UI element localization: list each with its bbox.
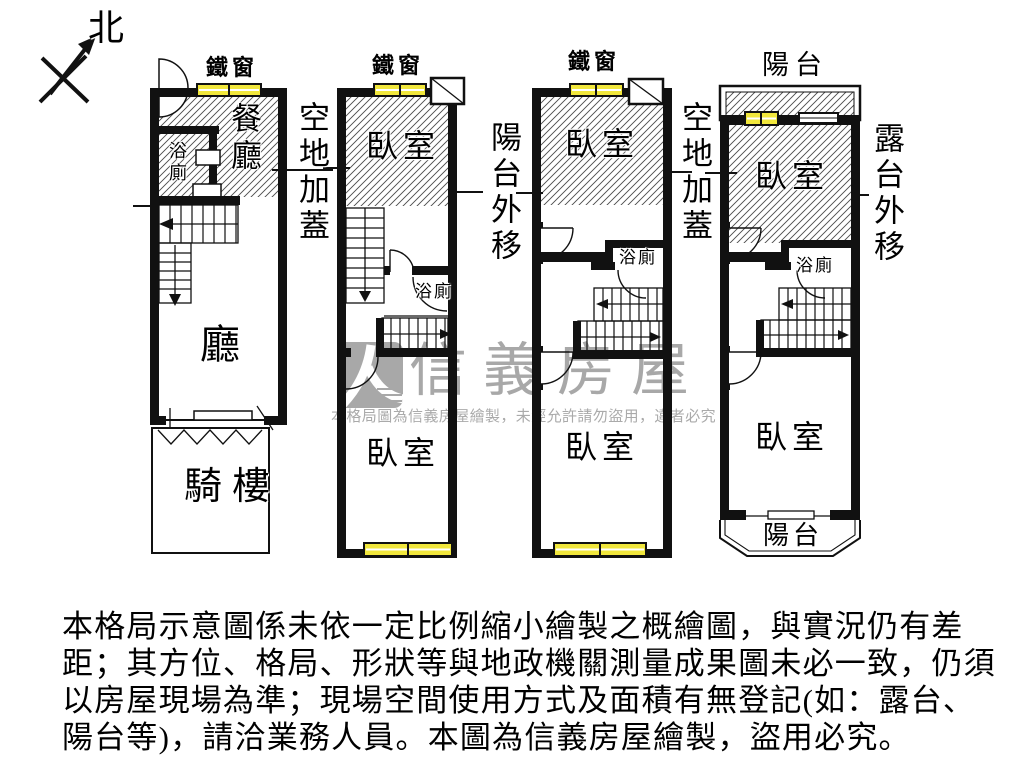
plan4-rear-balcony-label: 陽台 (763, 521, 824, 550)
plan1-iron-window-label: 鐵窗 (206, 55, 259, 80)
plan3-iron-window-label: 鐵窗 (568, 49, 621, 74)
plan-2-geometry (323, 76, 483, 558)
plan3-side-note: 空地加蓋 (677, 101, 712, 245)
plan1-dining-label: 餐廳 (226, 102, 261, 176)
disclaimer-line-2: 距；其方位、格局、形狀等與地政機關測量成果圖未必一致，仍須 (62, 646, 996, 681)
plan-1-geometry (133, 58, 333, 554)
plan4-side-note: 露台外移 (869, 122, 904, 266)
plan2-side-note: 陽台外移 (486, 121, 521, 265)
plan3-bath-label: 浴廁 (619, 248, 657, 267)
plan1-bath-label: 浴廁 (167, 141, 187, 185)
disclaimer-line-4: 陽台等)，請洽業務人員。本圖為信義房屋繪製，盜用必究。 (62, 720, 911, 755)
plan2-front-bedroom-label: 臥室 (366, 128, 441, 164)
north-arrow-icon (38, 36, 96, 104)
plan2-bath-label: 浴廁 (415, 282, 453, 301)
plan2-rear-bedroom-label: 臥室 (366, 435, 441, 471)
disclaimer-line-3: 以房屋現場為準；現場空間使用方式及面積有無登記(如：露台、 (62, 683, 976, 718)
disclaimer-line-1: 本格局示意圖係未依一定比例縮小繪製之概繪圖，與實況仍有差 (62, 609, 964, 644)
plan4-rear-bedroom-label: 臥室 (755, 419, 830, 455)
plan3-front-bedroom-label: 臥室 (565, 126, 640, 162)
plan3-rear-bedroom-label: 臥室 (565, 429, 640, 465)
plan2-iron-window-label: 鐵窗 (372, 53, 425, 78)
plan1-side-note: 空地加蓋 (294, 101, 329, 245)
plan1-arcade-label: 騎樓 (184, 466, 281, 508)
plan-3-geometry (516, 77, 692, 558)
plan-4-geometry (705, 84, 869, 557)
plan4-front-bedroom-label: 臥室 (755, 158, 830, 194)
north-label: 北 (88, 8, 125, 48)
plan1-living-label: 廳 (200, 322, 240, 367)
watermark-notice: 本格局圖為信義房屋繪製，未經允許請勿盜用，違者必究 (331, 409, 717, 425)
plan4-bath-label: 浴廁 (796, 256, 834, 275)
plan4-front-balcony-label: 陽台 (762, 50, 828, 80)
